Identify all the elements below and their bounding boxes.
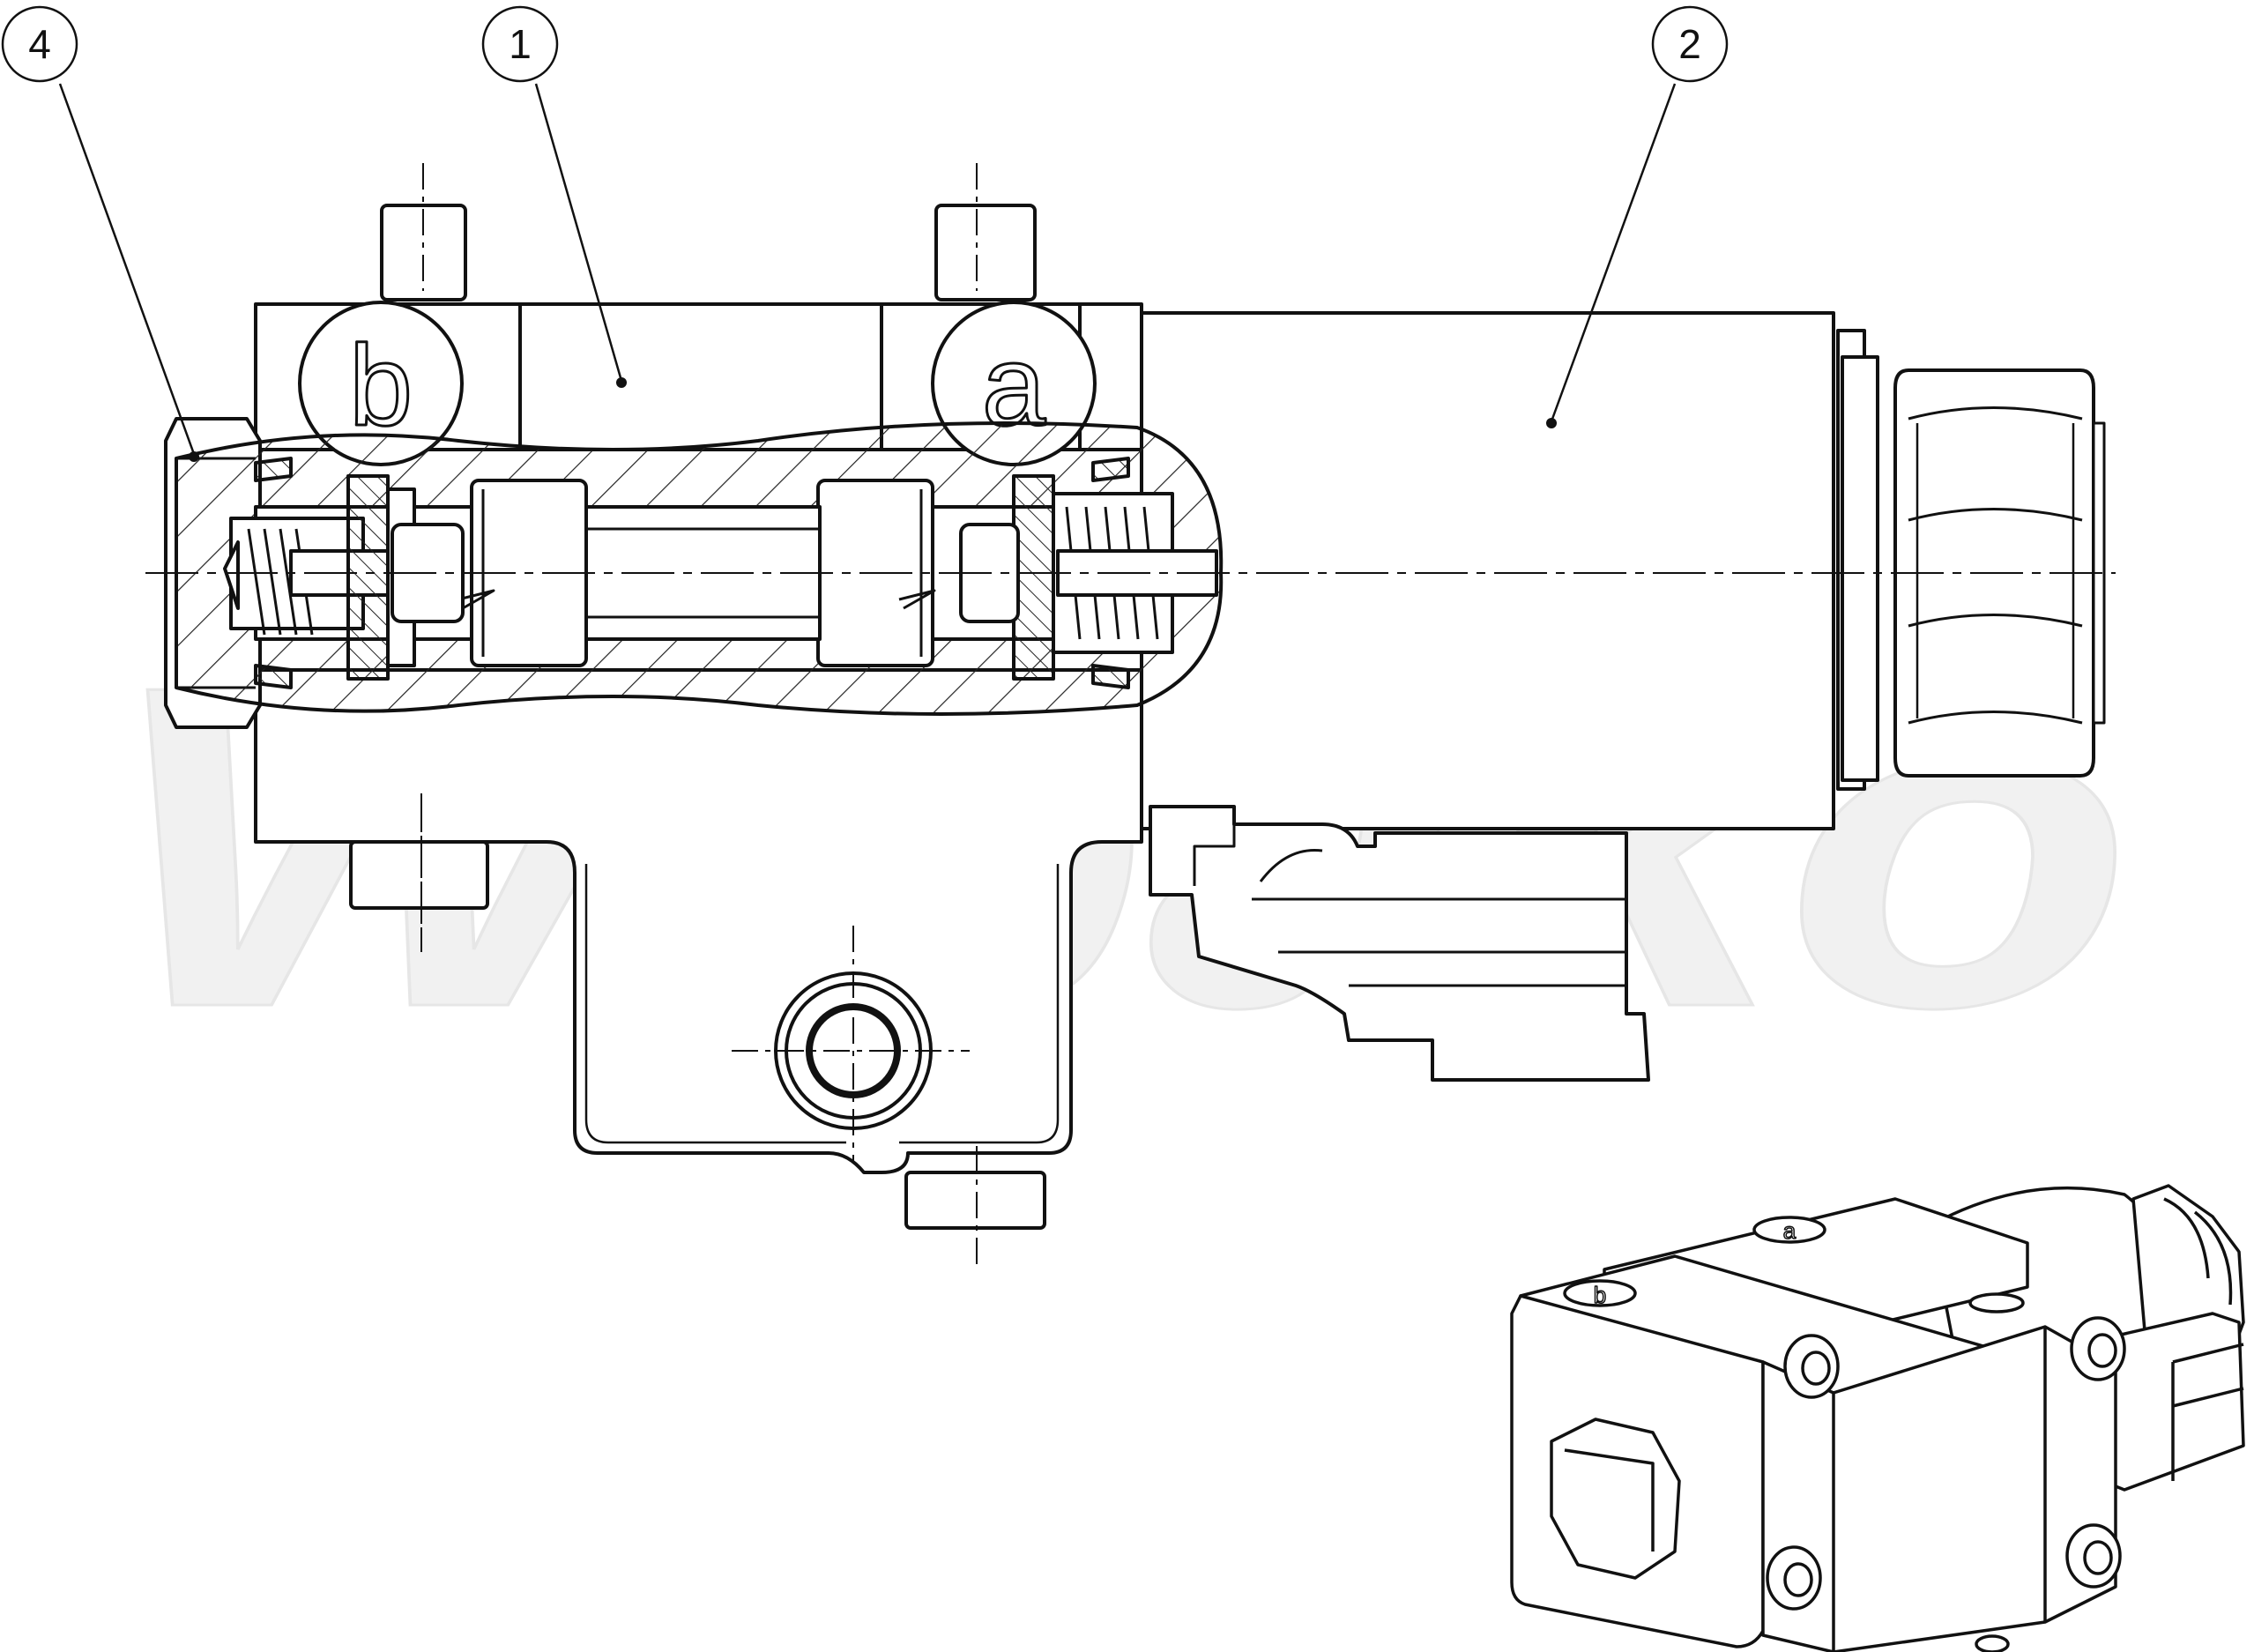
callout-2-label: 2 (1678, 21, 1701, 67)
solenoid-coil (1140, 311, 1879, 830)
callout-1: 1 (481, 5, 627, 388)
callout-2: 2 (1546, 5, 1729, 428)
iso-port-b-label: b (1594, 1282, 1606, 1308)
port-b-marker: b (298, 301, 464, 466)
bottom-stud-center (904, 1171, 1046, 1230)
port-b-label: b (349, 321, 413, 450)
callout-4-label: 4 (28, 21, 51, 67)
isometric-view: b a (1510, 1184, 2245, 1652)
bottom-stud-left (349, 840, 489, 910)
iso-socket-screws (1766, 1292, 2126, 1611)
front-port-fitting (732, 926, 970, 1164)
callout-1-label: 1 (509, 21, 532, 67)
top-stud-left (380, 163, 467, 301)
iso-port-a-label: a (1783, 1217, 1797, 1244)
top-stud-right (934, 163, 1037, 301)
callout-4: 4 (1, 5, 199, 462)
valve-section-view: b a (145, 163, 2116, 1269)
electrical-connector (1149, 805, 1650, 1082)
iso-port-a: a (1752, 1216, 1826, 1245)
iso-port-b: b (1563, 1279, 1637, 1309)
